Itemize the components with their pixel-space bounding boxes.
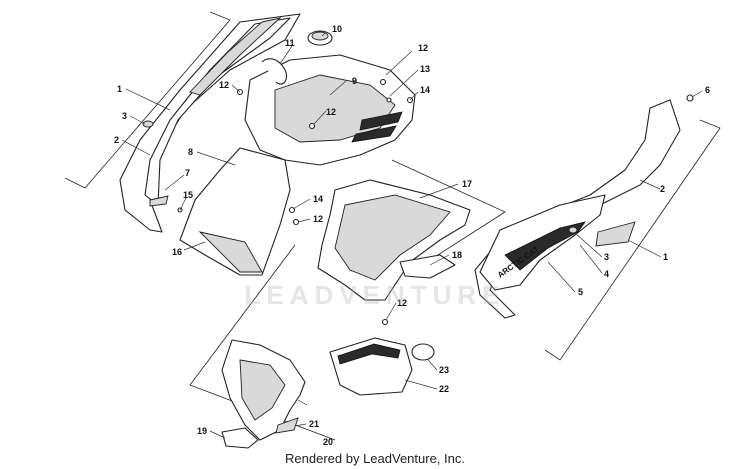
callout-3-left: 3 xyxy=(122,111,127,121)
callout-17: 17 xyxy=(462,179,472,189)
callout-12-a: 12 xyxy=(219,80,229,90)
callout-21: 21 xyxy=(309,419,319,429)
footer-credit: Rendered by LeadVenture, Inc. xyxy=(285,451,465,466)
left-side-panel-inner xyxy=(144,17,291,206)
left-side-panel xyxy=(119,13,301,233)
air-intake-grille xyxy=(337,343,401,365)
callout-5: 5 xyxy=(578,287,583,297)
skid-plate-19 xyxy=(221,427,259,449)
callout-7: 7 xyxy=(185,168,190,178)
callout-15: 15 xyxy=(183,190,193,200)
callout-14-b: 14 xyxy=(313,194,323,204)
hood-lower-edge xyxy=(198,231,263,273)
callout-22: 22 xyxy=(439,384,449,394)
lower-cowl-inner xyxy=(239,359,286,421)
callout-11: 11 xyxy=(285,38,295,48)
callout-9: 9 xyxy=(352,76,357,86)
gas-cap-top xyxy=(311,31,329,41)
left-side-panel-strip xyxy=(189,17,282,96)
wire-harness xyxy=(261,58,288,85)
screw-12e xyxy=(381,318,389,326)
callout-2-right: 2 xyxy=(660,184,665,194)
right-grommet xyxy=(568,226,578,234)
right-decal-stripe xyxy=(504,221,586,271)
tray-insert xyxy=(399,254,456,279)
callout-23: 23 xyxy=(439,365,449,375)
callout-3-right: 3 xyxy=(604,252,609,262)
callout-labels: 1 3 2 7 15 16 8 11 12 10 12 13 9 12 14 1… xyxy=(114,24,710,447)
callout-1-left: 1 xyxy=(117,84,122,94)
left-decal-small xyxy=(142,120,154,128)
hood-vent-stripes xyxy=(351,111,403,143)
callout-8: 8 xyxy=(188,147,193,157)
callout-6: 6 xyxy=(705,85,710,95)
group-frame-right xyxy=(544,119,721,361)
decal-21 xyxy=(275,417,299,434)
screw-12b xyxy=(379,78,387,86)
leader-lines xyxy=(121,31,703,439)
clip-6 xyxy=(686,94,694,102)
left-decal-strip xyxy=(149,195,169,207)
callout-10: 10 xyxy=(332,24,342,34)
right-decal-small xyxy=(595,221,636,247)
callout-13: 13 xyxy=(420,64,430,74)
callout-14-a: 14 xyxy=(420,85,430,95)
callout-19: 19 xyxy=(197,426,207,436)
hood-lower-shroud xyxy=(179,147,291,276)
callout-12-c: 12 xyxy=(326,107,336,117)
storage-tray-floor xyxy=(334,194,451,281)
callout-12-b: 12 xyxy=(418,43,428,53)
screw-12c xyxy=(308,122,316,130)
callout-20: 20 xyxy=(323,437,333,447)
screw-12d xyxy=(292,218,300,226)
callout-12-e: 12 xyxy=(397,298,407,308)
rivet-13 xyxy=(386,97,392,103)
callout-16: 16 xyxy=(172,247,182,257)
watermark: LEADVENTURE xyxy=(244,280,506,310)
callout-12-d: 12 xyxy=(313,214,323,224)
callout-18: 18 xyxy=(452,250,462,260)
callout-2-left: 2 xyxy=(114,135,119,145)
callout-1-right: 1 xyxy=(663,252,668,262)
callout-4: 4 xyxy=(604,269,609,279)
hose-clamp xyxy=(411,343,435,361)
group-frame-tray xyxy=(391,159,506,261)
